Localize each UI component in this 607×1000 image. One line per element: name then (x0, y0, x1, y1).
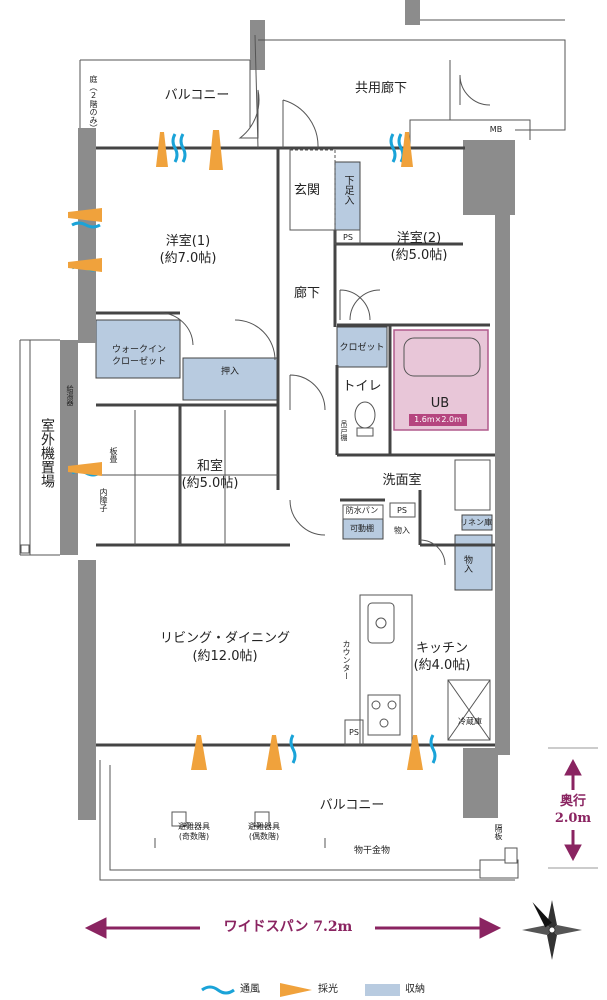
legend-ventilation-mark (201, 985, 235, 995)
partition-label: 隔板 (494, 824, 503, 840)
western2-size: (約5.0帖) (390, 248, 448, 263)
walkin-closet-area (95, 319, 181, 379)
ps-entrance-label: PS (343, 233, 353, 242)
toilet-label: トイレ (342, 379, 382, 394)
movable-shelf-label: 可動棚 (350, 524, 374, 533)
linen-label: リネン庫 (460, 518, 492, 527)
inner-shoji-label: 内障子 (99, 488, 108, 512)
western1-label: 洋室(1) (165, 234, 211, 249)
kitchen-label: キッチン (415, 641, 469, 656)
depth-value: 2.0m (554, 811, 592, 826)
mb-label: MB (489, 125, 503, 134)
bathtub-icon (403, 337, 481, 377)
shoe-storage-label: 下足入 (342, 175, 353, 205)
japanese-room-size: (約5.0帖) (181, 476, 239, 491)
depth-label: 奥行 (559, 794, 587, 809)
ub-label: UB (430, 396, 450, 411)
western1-size: (約7.0帖) (159, 251, 217, 266)
linen-area (461, 514, 493, 531)
laundry-hardware-label: 物干金物 (353, 846, 391, 856)
balcony-north-label: バルコニー (164, 88, 230, 103)
interior-walls (96, 146, 495, 747)
ub-size-label: 1.6m×2.0m (414, 415, 462, 424)
washroom-label: 洗面室 (382, 473, 422, 488)
closet-label: クロゼット (339, 343, 385, 353)
legend-storage-label: 収納 (405, 984, 425, 995)
legend-storage-mark (365, 984, 400, 996)
ps-wash-label: PS (397, 506, 407, 515)
garden-note-label: 庭（2階のみ） (89, 75, 98, 132)
fixtures (171, 401, 401, 827)
evac-even-label: 避難器具 (偶数階) (248, 822, 280, 841)
hallway-label: 廊下 (293, 286, 321, 301)
balcony-south-label: バルコニー (319, 798, 385, 813)
storage-wash-label: 物入 (394, 526, 410, 535)
living-label: リビング・ダイニング (159, 631, 291, 646)
shoe-storage-area (334, 161, 361, 231)
waterproof-pan-label: 防水パン (345, 506, 379, 515)
legend-marks (201, 983, 400, 997)
wide-span-arrow (84, 917, 502, 939)
wide-span-label: ワイドスパン 7.2m (223, 919, 353, 935)
partition-marks (20, 544, 519, 879)
kitchen-storage-area (454, 534, 493, 591)
ventilation-icon (71, 133, 437, 764)
legend-daylight-mark (280, 983, 312, 997)
oshiire-label: 押入 (220, 367, 240, 377)
kitchen-size: (約4.0帖) (413, 658, 471, 673)
walls (60, 0, 515, 820)
living-size: (約12.0帖) (192, 649, 258, 664)
oshiire-area (182, 357, 279, 401)
ub-size-label-bg (409, 414, 467, 426)
hanging-shelf-label: 吊戸棚 (340, 420, 348, 441)
compass-icon (522, 900, 582, 960)
tatami-board-label: 板畳 (109, 447, 118, 463)
depth-dimension-arrow (548, 747, 598, 869)
walkin-closet-label: ウォークイン クローゼット (111, 345, 167, 367)
legend-daylight-label: 採光 (318, 984, 338, 995)
water-heater-label: 給湯器 (66, 385, 74, 406)
fridge-label: 冷蔵庫 (458, 717, 482, 726)
daylight-icon (68, 130, 423, 770)
common-corridor-label: 共用廊下 (354, 81, 408, 96)
storage-kitchen-label: 物入 (462, 555, 472, 573)
unit-bath-area (393, 329, 489, 431)
outdoor-unit-area-label: 室外機置場 (39, 418, 55, 488)
entrance-label: 玄関 (293, 183, 321, 198)
laundry-hardware-marks (154, 838, 326, 848)
western2-label: 洋室(2) (396, 231, 442, 246)
legend-ventilation-label: 通風 (240, 984, 260, 995)
closet-area (336, 326, 388, 368)
japanese-room-label: 和室 (196, 459, 224, 474)
evac-odd-label: 避難器具 (奇数階) (178, 822, 210, 841)
counter-label: カウンター (342, 640, 351, 680)
door-swings (159, 74, 491, 566)
ps-living-label: PS (349, 728, 359, 737)
